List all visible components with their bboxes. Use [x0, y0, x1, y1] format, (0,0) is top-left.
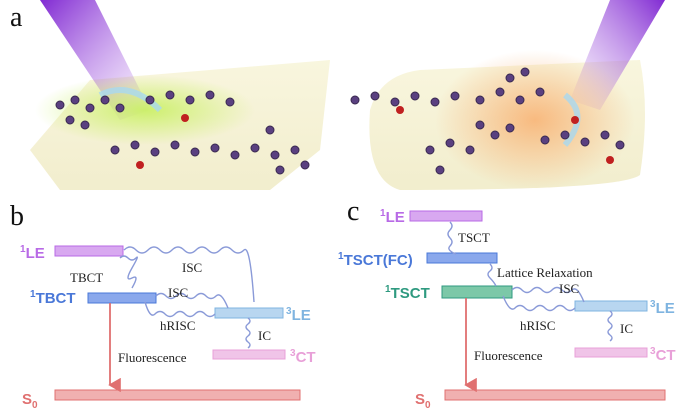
molecules-right [350, 67, 625, 175]
wave-c-isc [511, 286, 585, 303]
wave-b-ic [245, 317, 251, 349]
wave-c-tsct [447, 221, 457, 255]
molecules-left [55, 90, 310, 175]
level-c-3le [574, 300, 648, 312]
label-c-fluorescence: Fluorescence [474, 348, 543, 363]
panel-label-a: a [10, 2, 23, 33]
oxygen-atoms-left [136, 114, 189, 169]
glow-orange [435, 50, 635, 190]
level-c-3ct [574, 347, 648, 358]
level-b-1le [54, 245, 124, 257]
wave-b-tbct [119, 255, 139, 289]
label-b-isc1: ISC [182, 260, 202, 275]
oxygen-atoms-right [396, 106, 614, 164]
label-c-3ct: 3CT [650, 346, 676, 364]
wave-c-hrisc [502, 295, 576, 312]
label-c-hrisc: hRISC [520, 318, 555, 333]
label-c-ic: IC [620, 321, 633, 336]
label-c-1tsct: 1TSCT [385, 284, 430, 302]
panel-label-c: c [347, 196, 359, 227]
label-b-fluorescence: Fluorescence [118, 350, 187, 365]
level-b-3ct [212, 349, 286, 360]
level-b-s0 [54, 389, 301, 401]
glow-green [35, 75, 255, 145]
label-c-lattice-relaxation: Lattice Relaxation [497, 265, 593, 280]
wave-b-hrisc [144, 301, 216, 318]
label-b-s0: S0 [22, 391, 38, 411]
label-b-ic: IC [258, 328, 271, 343]
label-b-isc2: ISC [168, 285, 188, 300]
label-c-tsct-transition: TSCT [458, 230, 490, 245]
panel-label-b: b [10, 201, 24, 232]
level-b-3le [214, 307, 284, 319]
label-b-3le: 3LE [286, 306, 311, 324]
level-c-1le [409, 210, 483, 222]
label-b-hrisc: hRISC [160, 318, 195, 333]
level-b-1tbct [87, 292, 157, 304]
label-c-1tsctfc: 1TSCT(FC) [338, 251, 413, 269]
level-c-s0 [444, 389, 666, 401]
energy-transfer-arc-left [98, 87, 163, 113]
label-c-isc: ISC [559, 281, 579, 296]
wave-b-isc1 [123, 246, 255, 303]
panel-b-diagram: b 1LE 1TBCT 3LE 3CT S0 TBCT ISC ISC hRIS… [10, 201, 316, 411]
panel-c-diagram: c 1LE 1TSCT(FC) 1TSCT 3LE 3CT S0 TSCT La… [338, 196, 676, 411]
wave-b-isc2 [155, 292, 229, 309]
label-b-3ct: 3CT [290, 348, 316, 366]
wave-c-ic [607, 310, 613, 342]
level-c-1tsct [441, 285, 513, 299]
label-b-tbct-transition: TBCT [70, 270, 103, 285]
panel-a-illustration: a [10, 0, 665, 190]
wave-c-lattice [487, 263, 497, 287]
label-b-1le: 1LE [20, 244, 45, 262]
level-c-1tsctfc [426, 252, 498, 264]
label-c-1le: 1LE [380, 208, 405, 226]
label-c-3le: 3LE [650, 299, 675, 317]
label-b-1tbct: 1TBCT [30, 289, 76, 307]
label-c-s0: S0 [415, 391, 431, 411]
